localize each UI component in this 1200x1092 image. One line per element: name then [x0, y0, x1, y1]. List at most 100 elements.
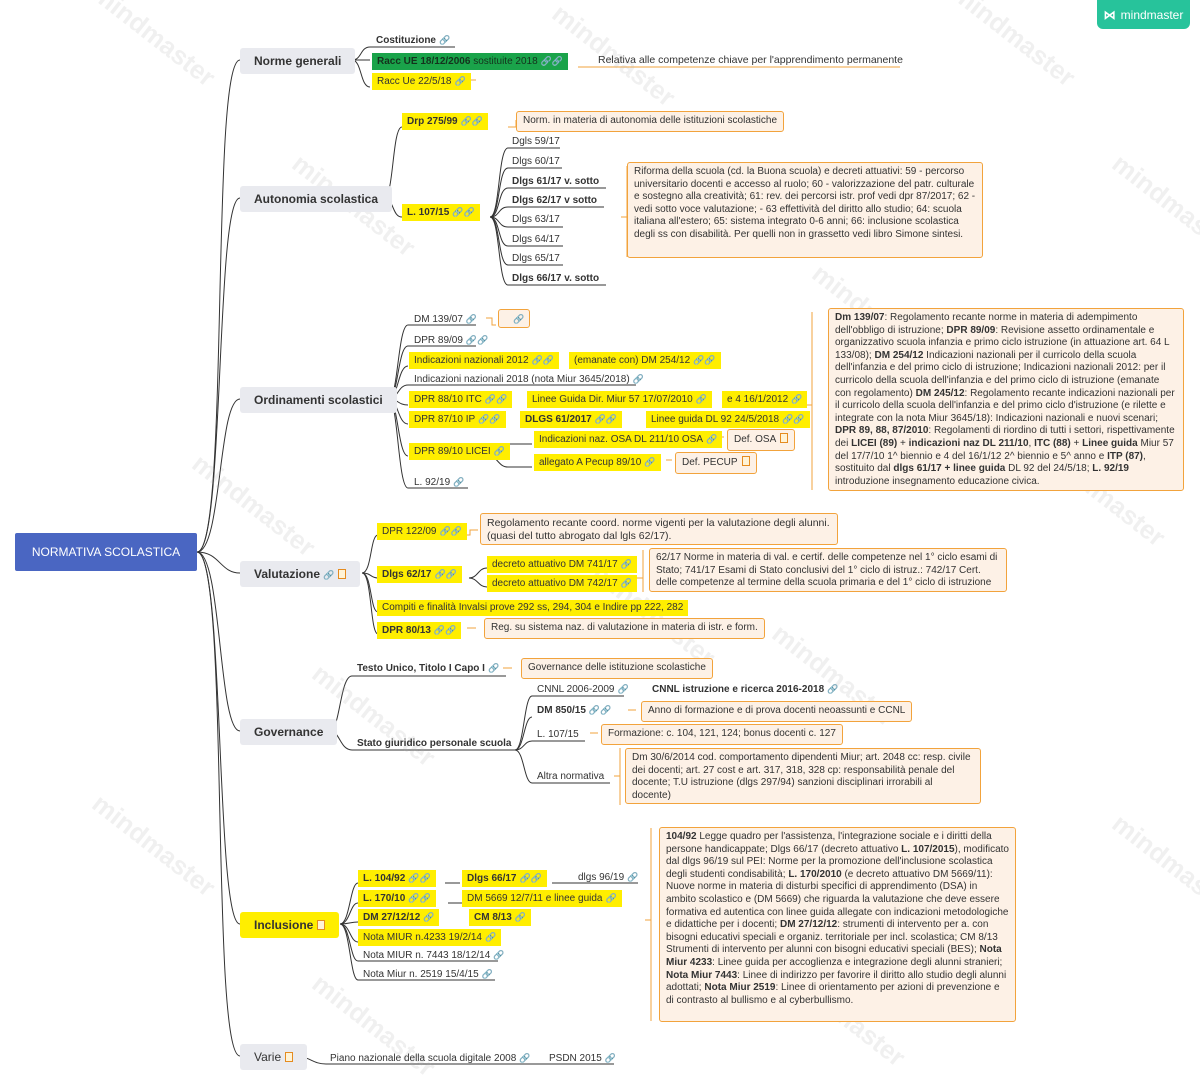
topic-dlgs-61-2017[interactable]: DLGS 61/2017🔗🔗 [520, 411, 623, 428]
topic-dlgs-62-17[interactable]: Dlgs 62/17 v sotto [512, 195, 598, 206]
note-icon[interactable] [741, 456, 750, 466]
topic-e4-2012[interactable]: e 4 16/1/2012🔗 [722, 391, 808, 408]
link-icon[interactable]: 🔗🔗 [433, 625, 457, 635]
topic-dlgs-59-17[interactable]: Dgls 59/17 [512, 136, 560, 147]
topic-linee-guida-57[interactable]: Linee Guida Dir. Miur 57 17/07/2010🔗 [527, 391, 712, 408]
link-icon[interactable]: 🔗🔗 [452, 207, 475, 217]
link-icon[interactable]: 🔗 [827, 684, 839, 694]
link-icon[interactable]: 🔗🔗 [460, 116, 484, 126]
topic-dpr-80-13[interactable]: DPR 80/13🔗🔗 [377, 622, 462, 639]
topic-altra-normativa[interactable]: Altra normativa [537, 771, 605, 782]
link-icon[interactable]: 🔗 [519, 1053, 531, 1063]
topic-ind-2018[interactable]: Indicazioni nazionali 2018 (nota Miur 36… [414, 373, 644, 386]
topic-dpr-87-10[interactable]: DPR 87/10 IP🔗🔗 [409, 411, 506, 428]
link-icon[interactable]: 🔗 [513, 314, 525, 324]
topic-dm-742-17[interactable]: decreto attuativo DM 742/17🔗 [487, 575, 637, 592]
topic-dpr-89-10-licei[interactable]: DPR 89/10 LICEI🔗 [409, 443, 510, 460]
topic-l-107-15[interactable]: L. 107/15🔗🔗 [402, 204, 480, 221]
note-icon[interactable] [317, 920, 326, 930]
topic-l-92-19[interactable]: L. 92/19🔗 [414, 476, 464, 489]
topic-cnnl-2016[interactable]: CNNL istruzione e ricerca 2016-2018🔗 [652, 683, 838, 696]
topic-nota-2519[interactable]: Nota Miur n. 2519 15/4/15🔗 [363, 968, 493, 981]
topic-dm-27-12-12[interactable]: DM 27/12/12🔗 [358, 909, 440, 926]
topic-pecup[interactable]: allegato A Pecup 89/10🔗 [534, 454, 661, 471]
topic-compiti-invalsi[interactable]: Compiti e finalità Invalsi prove 292 ss,… [377, 600, 689, 616]
link-icon[interactable]: 🔗🔗 [531, 355, 554, 365]
branch-varie[interactable]: Varie [240, 1044, 308, 1070]
topic-dlgs-65-17[interactable]: Dlgs 65/17 [512, 253, 560, 264]
branch-inclusione[interactable]: Inclusione [240, 912, 340, 938]
topic-piano-digitale[interactable]: Piano nazionale della scuola digitale 20… [330, 1052, 530, 1065]
link-icon[interactable]: 🔗🔗 [484, 394, 508, 404]
topic-racc-ue-2006[interactable]: Racc UE 18/12/2006 sostituite 2018🔗🔗 [372, 53, 569, 70]
topic-dm-254-12[interactable]: (emanate con) DM 254/12🔗🔗 [569, 352, 721, 369]
link-icon[interactable]: 🔗🔗 [519, 873, 542, 883]
link-icon[interactable]: 🔗 [620, 559, 632, 569]
link-icon[interactable]: 🔗 [465, 314, 478, 324]
link-icon[interactable]: 🔗 [323, 570, 335, 580]
topic-osa[interactable]: Indicazioni naz. OSA DL 211/10 OSA🔗 [534, 431, 723, 448]
link-icon[interactable]: 🔗 [695, 394, 707, 404]
mindmaster-logo[interactable]: ⋈ mindmaster [1097, 0, 1190, 29]
link-icon[interactable]: 🔗 [644, 457, 656, 467]
topic-ind-2012[interactable]: Indicazioni nazionali 2012🔗🔗 [409, 352, 559, 369]
branch-norme-generali[interactable]: Norme generali [240, 48, 356, 74]
link-icon[interactable]: 🔗 [627, 872, 639, 882]
link-icon[interactable]: 🔗🔗 [439, 526, 462, 536]
link-icon[interactable]: 🔗 [620, 578, 632, 588]
topic-testo-unico[interactable]: Testo Unico, Titolo I Capo I🔗 [357, 662, 499, 675]
topic-psdn-2015[interactable]: PSDN 2015🔗 [549, 1052, 616, 1065]
note-link-box[interactable]: 🔗 [498, 309, 530, 328]
link-icon[interactable]: 🔗 [453, 477, 465, 487]
topic-l-170-10[interactable]: L. 170/10🔗🔗 [358, 890, 436, 907]
link-icon[interactable]: 🔗🔗 [588, 705, 612, 715]
link-icon[interactable]: 🔗🔗 [434, 569, 457, 579]
link-icon[interactable]: 🔗 [604, 1053, 617, 1063]
link-icon[interactable]: 🔗🔗 [693, 355, 716, 365]
topic-racc-ue-2018[interactable]: Racc Ue 22/5/18🔗 [372, 73, 471, 90]
note-icon[interactable] [338, 569, 347, 579]
link-icon[interactable]: 🔗 [632, 374, 644, 384]
link-icon[interactable]: 🔗 [791, 394, 803, 404]
link-icon[interactable]: 🔗 [439, 35, 451, 45]
link-icon[interactable]: 🔗 [514, 912, 527, 922]
topic-dm-5669[interactable]: DM 5669 12/7/11 e linee guida🔗 [462, 890, 622, 907]
topic-dlgs-63-17[interactable]: Dlgs 63/17 [512, 214, 560, 225]
topic-dm-850-15[interactable]: DM 850/15🔗🔗 [537, 704, 611, 717]
link-icon[interactable]: 🔗🔗 [465, 335, 489, 345]
link-icon[interactable]: 🔗 [487, 663, 500, 673]
branch-autonomia-scolastica[interactable]: Autonomia scolastica [240, 186, 393, 212]
branch-ordinamenti-scolastici[interactable]: Ordinamenti scolastici [240, 387, 397, 413]
link-icon[interactable]: 🔗🔗 [408, 893, 431, 903]
link-icon[interactable]: 🔗🔗 [782, 414, 805, 424]
topic-dm-741-17[interactable]: decreto attuativo DM 741/17🔗 [487, 556, 637, 573]
topic-dpr-122-09[interactable]: DPR 122/09🔗🔗 [377, 523, 467, 540]
link-icon[interactable]: 🔗 [484, 932, 497, 942]
topic-dlgs-62-17-val[interactable]: Dlgs 62/17🔗🔗 [377, 566, 462, 583]
topic-costituzione[interactable]: Costituzione🔗 [376, 34, 450, 47]
branch-governance[interactable]: Governance [240, 719, 338, 745]
topic-dlgs-66-17[interactable]: Dlgs 66/17 v. sotto [512, 273, 600, 284]
topic-linee-guida-92[interactable]: Linee guida DL 92 24/5/2018🔗🔗 [646, 411, 810, 428]
topic-dm-139-07[interactable]: DM 139/07🔗 [414, 313, 477, 326]
topic-nota-4233[interactable]: Nota MIUR n.4233 19/2/14🔗 [358, 929, 502, 946]
topic-dpr-89-09[interactable]: DPR 89/09🔗🔗 [414, 334, 488, 347]
link-icon[interactable]: 🔗🔗 [478, 414, 501, 424]
link-icon[interactable]: 🔗 [454, 76, 466, 86]
topic-l-107-15-gov[interactable]: L. 107/15 [537, 729, 579, 740]
link-icon[interactable]: 🔗 [705, 434, 718, 444]
link-icon[interactable]: 🔗 [617, 684, 629, 694]
topic-cnnl-2006[interactable]: CNNL 2006-2009🔗 [537, 683, 629, 696]
topic-nota-7443[interactable]: Nota MIUR n. 7443 18/12/14🔗 [363, 949, 505, 962]
topic-dlgs-64-17[interactable]: Dlgs 64/17 [512, 234, 560, 245]
link-icon[interactable]: 🔗 [423, 912, 435, 922]
topic-stato-giuridico[interactable]: Stato giuridico personale scuola [357, 738, 512, 749]
topic-dlgs-60-17[interactable]: Dlgs 60/17 [512, 156, 560, 167]
note-icon[interactable] [780, 433, 789, 443]
topic-l-104-92[interactable]: L. 104/92🔗🔗 [358, 870, 436, 887]
topic-dlgs-61-17[interactable]: Dlgs 61/17 v. sotto [512, 176, 600, 187]
link-icon[interactable]: 🔗 [605, 893, 617, 903]
link-icon[interactable]: 🔗 [493, 446, 505, 456]
link-icon[interactable]: 🔗🔗 [594, 414, 618, 424]
topic-dpr-88-10[interactable]: DPR 88/10 ITC🔗🔗 [409, 391, 513, 408]
